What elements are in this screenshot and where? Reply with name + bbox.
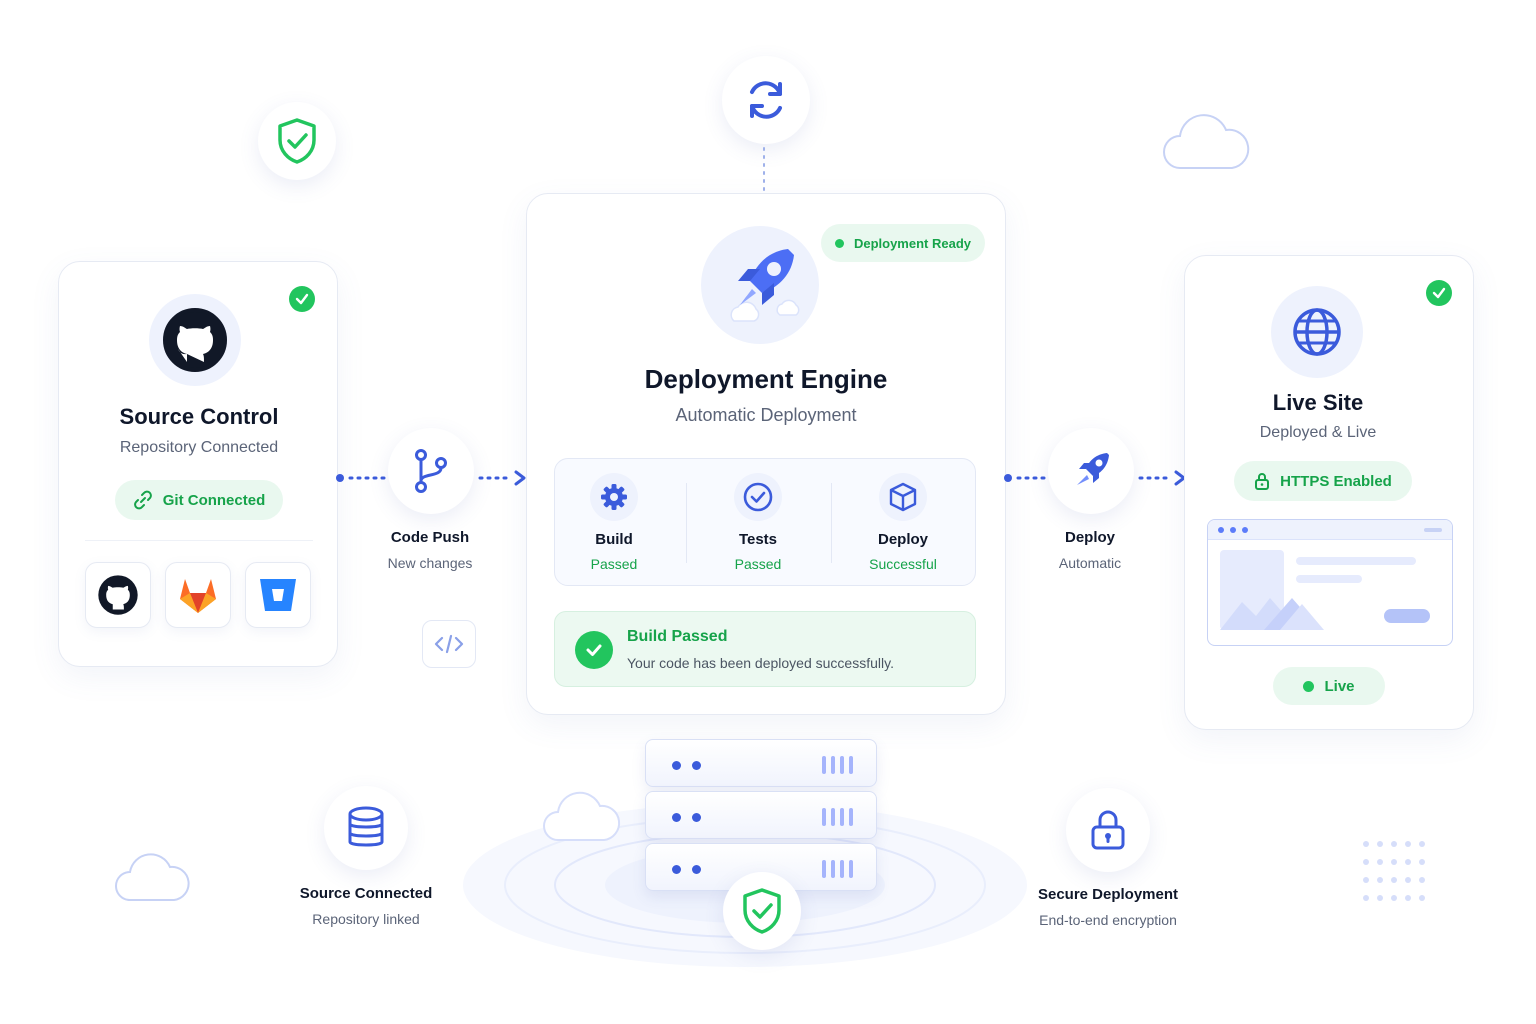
step-divider [686, 483, 687, 563]
secure-deployment-title: Secure Deployment [1037, 886, 1179, 903]
deployment-ready-badge: Deployment Ready [821, 224, 985, 262]
deployment-engine-card: Deployment Ready Deployment Engine Autom… [526, 193, 1006, 715]
github-logo-tile[interactable] [85, 562, 151, 628]
code-push-title: Code Push [390, 529, 470, 546]
https-pill: HTTPS Enabled [1234, 461, 1412, 501]
browser-mockup [1207, 519, 1453, 646]
lock-icon [1255, 473, 1270, 490]
text-placeholder [1296, 575, 1362, 583]
pill-label: Git Connected [162, 491, 266, 509]
step-build: Build Passed [555, 459, 673, 587]
server-unit [645, 739, 877, 787]
git-branch-icon [415, 449, 447, 493]
card-subtitle: Repository Connected [119, 439, 279, 456]
link-icon [133, 490, 152, 510]
step-status: Passed [734, 556, 782, 572]
button-placeholder [1384, 609, 1430, 623]
shield-check-icon [743, 888, 781, 934]
step-tests: Tests Passed [699, 459, 817, 587]
status-dot [834, 238, 844, 248]
engine-subtitle: Automatic Deployment [675, 405, 857, 425]
card-title: Source Control [119, 404, 279, 429]
code-tag [422, 620, 476, 668]
status-label: Live [1324, 677, 1355, 695]
sync-badge [722, 56, 810, 144]
connector-arrow-right [1138, 470, 1186, 486]
deploy-subtitle: Automatic [1058, 555, 1122, 571]
rocket-icon [1077, 453, 1109, 485]
source-connected-title: Source Connected [299, 885, 433, 902]
cube-icon [889, 482, 917, 512]
security-shield-badge [723, 872, 801, 950]
gitlab-logo-tile[interactable] [165, 562, 231, 628]
bitbucket-logo-tile[interactable] [245, 562, 311, 628]
dot-grid [1363, 841, 1425, 901]
banner-title: Build Passed [627, 628, 728, 645]
gitlab-icon [180, 579, 216, 613]
check-icon-wrap [734, 473, 782, 521]
globe-icon [1293, 308, 1341, 356]
live-site-card: Live Site Deployed & Live HTTPS Enabled … [1184, 255, 1474, 730]
globe-avatar [1271, 286, 1363, 378]
browser-toolbar [1208, 520, 1452, 540]
cloud-icon [1163, 114, 1250, 169]
shield-check-icon [278, 118, 316, 164]
step-label: Deploy [877, 531, 928, 548]
deploy-node [1048, 428, 1134, 514]
cube-icon-wrap [879, 473, 927, 521]
step-status: Successful [869, 556, 937, 572]
gear-icon-wrap [590, 473, 638, 521]
step-label: Build [595, 531, 633, 548]
live-subtitle: Deployed & Live [1259, 424, 1377, 441]
bitbucket-icon [260, 579, 296, 611]
code-push-subtitle: New changes [387, 555, 473, 571]
cloud-icon [115, 853, 190, 901]
connector-right [1004, 474, 1047, 482]
step-label: Tests [738, 531, 778, 548]
github-avatar [149, 294, 241, 386]
text-placeholder [1296, 557, 1416, 565]
database-icon [348, 806, 384, 847]
code-icon [434, 634, 464, 654]
check-circle-icon [743, 482, 773, 512]
pill-label: HTTPS Enabled [1280, 472, 1392, 490]
source-connected-subtitle: Repository linked [312, 911, 420, 927]
live-status-pill: Live [1273, 667, 1385, 705]
banner-text: Your code has been deployed successfully… [627, 655, 894, 671]
github-icon [98, 575, 138, 615]
connector-vertical [763, 147, 765, 193]
connected-check-icon [289, 286, 315, 312]
connector-arrow-left [478, 470, 526, 486]
divider [85, 540, 313, 541]
server-unit [645, 791, 877, 839]
image-placeholder-icon [1220, 550, 1324, 630]
database-node [324, 786, 408, 870]
source-control-card: Source Control Repository Connected Git … [58, 261, 338, 667]
rocket-avatar [701, 226, 819, 344]
gear-icon [601, 484, 627, 510]
lock-node [1066, 788, 1150, 872]
badge-label: Deployment Ready [853, 235, 972, 251]
pipeline-steps: Build Passed Tests Passed Deploy Success [554, 458, 976, 586]
sync-icon [750, 81, 782, 119]
shield-badge [258, 102, 336, 180]
step-status: Passed [590, 556, 638, 572]
cloud-icon [543, 791, 621, 841]
git-connected-pill: Git Connected [115, 480, 283, 520]
live-check-icon [1426, 280, 1452, 306]
code-push-node [388, 428, 474, 514]
lock-icon [1091, 810, 1125, 850]
success-check-icon [575, 631, 613, 669]
step-deploy: Deploy Successful [844, 459, 962, 587]
deploy-title: Deploy [1064, 529, 1115, 546]
build-passed-banner: Build Passed Your code has been deployed… [554, 611, 976, 687]
github-icon [163, 308, 227, 372]
step-divider [831, 483, 832, 563]
secure-deployment-subtitle: End-to-end encryption [1039, 912, 1177, 928]
connector-left [336, 474, 386, 482]
rocket-icon [730, 249, 800, 322]
status-dot [1303, 680, 1315, 692]
engine-title: Deployment Engine [644, 364, 888, 394]
live-title: Live Site [1272, 390, 1364, 415]
